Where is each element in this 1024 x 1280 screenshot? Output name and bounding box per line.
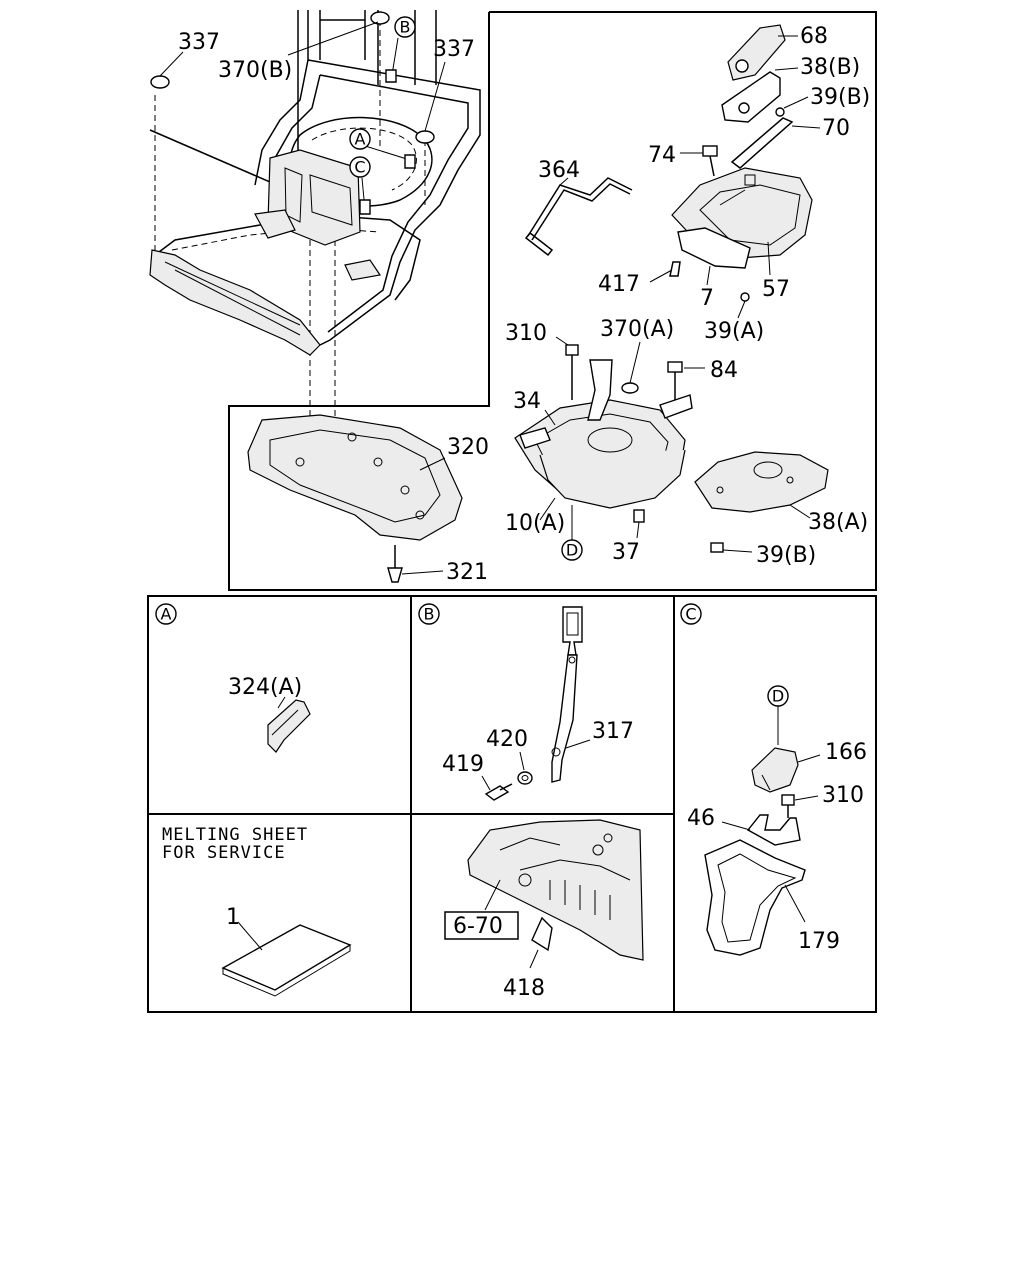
vehicle-floor-overview <box>149 10 481 420</box>
callout-b-top-label: B <box>400 18 411 37</box>
label-321: 321 <box>446 560 488 585</box>
label-10a: 10(A) <box>505 511 565 536</box>
label-38b: 38(B) <box>800 55 860 80</box>
callout-d-bracket-label: D <box>772 687 784 706</box>
label-310-top: 310 <box>505 321 547 346</box>
melting-sheet <box>221 921 352 997</box>
callout-a-top-label: A <box>355 130 366 149</box>
label-166: 166 <box>825 740 867 765</box>
callout-b-top <box>394 16 416 38</box>
detail-c-bracket <box>704 706 821 956</box>
label-39b-top: 39(B) <box>810 85 870 110</box>
label-70: 70 <box>822 116 850 141</box>
label-370a: 370(A) <box>600 317 674 342</box>
label-337-right: 337 <box>433 37 475 62</box>
section-b-marker-label: B <box>424 605 435 624</box>
detail-b-strap <box>481 606 591 801</box>
callout-c-top-label: C <box>354 158 365 177</box>
exploded-parts <box>247 24 829 583</box>
label-7: 7 <box>700 286 714 311</box>
section-c-marker-label: C <box>685 605 696 624</box>
label-39b-bottom: 39(B) <box>756 543 816 568</box>
label-84: 84 <box>710 358 738 383</box>
label-39a: 39(A) <box>704 319 764 344</box>
callout-markers: B A C D A B C D <box>155 16 789 707</box>
label-317: 317 <box>592 719 634 744</box>
reference-6-70: 6-70 <box>453 914 503 939</box>
callout-d-tank <box>561 539 583 561</box>
callout-c-top <box>349 156 371 178</box>
section-a-marker <box>155 603 177 625</box>
label-364: 364 <box>538 158 580 183</box>
callout-a-top <box>349 128 371 150</box>
note-line-1: MELTING SHEET <box>162 825 308 845</box>
label-37: 37 <box>612 540 640 565</box>
label-179: 179 <box>798 929 840 954</box>
section-a-marker-label: A <box>161 605 172 624</box>
label-324a: 324(A) <box>228 675 302 700</box>
part-labels: 337 370(B) 337 68 38(B) 39(B) 70 74 364 … <box>162 24 870 1001</box>
label-310-c: 310 <box>822 783 864 808</box>
detail-floor-418 <box>444 819 644 969</box>
detail-a-clip <box>267 696 311 753</box>
callout-d-tank-label: D <box>566 541 578 560</box>
label-420: 420 <box>486 727 528 752</box>
label-320: 320 <box>447 435 489 460</box>
label-38a: 38(A) <box>808 510 868 535</box>
label-34: 34 <box>513 389 541 414</box>
section-b-marker <box>418 603 440 625</box>
label-419: 419 <box>442 752 484 777</box>
label-57: 57 <box>762 277 790 302</box>
label-417: 417 <box>598 272 640 297</box>
label-418: 418 <box>503 976 545 1001</box>
label-46: 46 <box>687 806 715 831</box>
label-337-left: 337 <box>178 30 220 55</box>
label-1: 1 <box>226 905 240 930</box>
section-c-marker <box>680 603 702 625</box>
diagram-frames <box>147 11 877 1013</box>
label-68: 68 <box>800 24 828 49</box>
label-370b: 370(B) <box>218 58 292 83</box>
callout-d-bracket <box>767 685 789 707</box>
note-line-2: FOR SERVICE <box>162 843 286 863</box>
label-74: 74 <box>648 143 676 168</box>
